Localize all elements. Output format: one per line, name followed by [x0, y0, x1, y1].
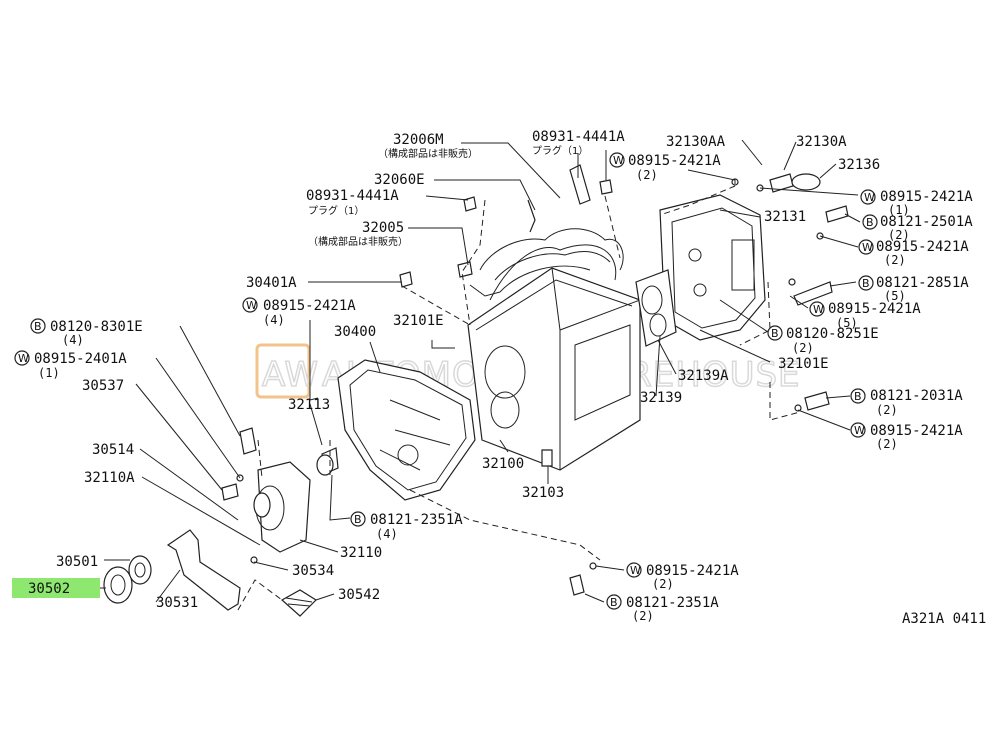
washer-mark: W	[813, 303, 824, 316]
withdrawal-lever-30531[interactable]	[166, 529, 241, 611]
label-32110A: 32110A	[84, 470, 135, 486]
qty-e5: (5)	[884, 289, 906, 303]
bolt-mark: B	[866, 216, 874, 229]
label-30501: 30501	[56, 554, 98, 570]
bolt-mark: B	[862, 277, 870, 290]
label-08120-8251E: 08120-8251E	[786, 326, 879, 342]
label-08121-2501A: 08121-2501A	[880, 214, 973, 230]
bearing-sleeve-30501[interactable]	[128, 555, 152, 585]
fasteners	[221, 164, 849, 596]
label-08915-2421A-c: 08915-2421A	[876, 239, 969, 255]
washer-mark: W	[246, 299, 257, 312]
qty-e4: (4)	[263, 313, 285, 327]
label-08931-4441A-top: 08931-4441A	[532, 129, 625, 145]
qty-a: (2)	[636, 168, 658, 182]
label-32130A: 32130A	[796, 134, 847, 150]
bolt-mark: B	[34, 320, 42, 333]
label-08915-2401A: 08915-2401A	[34, 351, 127, 367]
label-32006M: 32006M	[393, 132, 444, 148]
adapter-plate-32139A[interactable]	[635, 269, 677, 347]
washer-mark: W	[864, 191, 875, 204]
label-08931-4441A-mid: 08931-4441A	[306, 188, 399, 204]
rear-extension-32131[interactable]	[659, 194, 766, 341]
qty-k: (2)	[876, 437, 898, 451]
label-32113: 32113	[288, 397, 330, 413]
label-32136: 32136	[838, 157, 880, 173]
label-30514: 30514	[92, 442, 134, 458]
note-not-for-sale-1: （構成部品は非販売）	[378, 147, 478, 160]
qty-d: (2)	[884, 253, 906, 267]
bolt-mark: B	[354, 513, 362, 526]
label-08121-2351A-a: 08121-2351A	[370, 512, 463, 528]
label-30400: 30400	[334, 324, 376, 340]
bolt-mark: B	[771, 327, 779, 340]
assembly-lines	[237, 185, 801, 611]
washer-mark: W	[18, 352, 29, 365]
label-08121-2351A-b: 08121-2351A	[626, 595, 719, 611]
front-cover-32110[interactable]	[253, 461, 311, 553]
washer-mark: W	[854, 424, 865, 437]
label-30542: 30542	[338, 587, 380, 603]
label-30534: 30534	[292, 563, 334, 579]
label-32130AA: 32130AA	[666, 134, 726, 150]
label-32100: 32100	[482, 456, 524, 472]
label-32101E-a: 32101E	[393, 313, 444, 329]
label-08915-2421A-a: 08915-2421A	[628, 153, 721, 169]
label-08915-2421A-b: 08915-2421A	[880, 189, 973, 205]
washer-mark: W	[630, 564, 641, 577]
label-08915-2421A-f: 08915-2421A	[828, 301, 921, 317]
plug-note-mid: プラグ（1）	[308, 204, 364, 217]
transmission-case-32100[interactable]	[467, 244, 641, 471]
clutch-housing-30400[interactable]	[337, 359, 476, 501]
qty-j: (2)	[876, 403, 898, 417]
note-not-for-sale-2: （構成部品は非販売）	[308, 235, 408, 248]
label-08120-8301E: 08120-8301E	[50, 319, 143, 335]
qty-c: (2)	[888, 228, 910, 242]
label-32005: 32005	[362, 220, 404, 236]
plug-note-top: プラグ（1）	[532, 144, 588, 157]
label-30537: 30537	[82, 378, 124, 394]
bolt-mark: B	[854, 390, 862, 403]
label-32060E: 32060E	[374, 172, 425, 188]
release-bearing-30502[interactable]	[103, 566, 133, 604]
qty-g: (2)	[792, 341, 814, 355]
label-30502[interactable]: 30502	[28, 581, 70, 597]
label-08915-2421A-m: 08915-2421A	[646, 563, 739, 579]
leader-lines	[100, 139, 861, 603]
highlight-30502	[12, 578, 100, 598]
label-32101E-b: 32101E	[778, 356, 829, 372]
label-32139A: 32139A	[678, 368, 729, 384]
label-08915-2421A-e: 08915-2421A	[263, 298, 356, 314]
qty-m: (2)	[652, 577, 674, 591]
label-32103: 32103	[522, 485, 564, 501]
upper-housing-32006M[interactable]	[469, 228, 624, 297]
diagram-code: A321A 0411	[902, 611, 986, 627]
label-32131: 32131	[764, 209, 806, 225]
qty-h: (4)	[62, 333, 84, 347]
dust-boot-30542[interactable]	[280, 589, 317, 617]
watermark-logo: AW	[262, 355, 319, 395]
label-32110: 32110	[340, 545, 382, 561]
bolt-mark: B	[610, 596, 618, 609]
label-08915-2421A-k: 08915-2421A	[870, 423, 963, 439]
qty-n: (2)	[632, 609, 654, 623]
qty-l: (4)	[376, 527, 398, 541]
label-30531: 30531	[156, 595, 198, 611]
washer-mark: W	[862, 241, 873, 254]
label-32139: 32139	[640, 390, 682, 406]
washer-mark: W	[613, 154, 624, 167]
qty-i: (1)	[38, 366, 60, 380]
qty-f: (5)	[836, 316, 858, 330]
label-30401A: 30401A	[246, 275, 297, 291]
qty-b: (1)	[888, 203, 910, 217]
label-08121-2851A: 08121-2851A	[876, 275, 969, 291]
label-08121-2031A: 08121-2031A	[870, 388, 963, 404]
part-labels: 32006M （構成部品は非販売） 08931-4441A プラグ（1） 321…	[12, 129, 986, 627]
